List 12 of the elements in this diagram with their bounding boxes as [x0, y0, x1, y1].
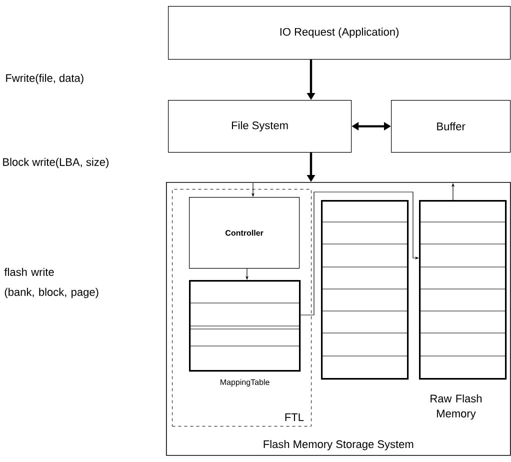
request-box: IO Request (Application): [168, 6, 511, 60]
side-label: Fwrite(file, data): [6, 74, 84, 84]
controller-box: Controller: [189, 197, 300, 269]
flash-block-column: [418, 200, 507, 380]
mapping-table: MappingTable: [188, 280, 301, 387]
buffer-box: Buffer: [391, 100, 511, 153]
node-label: MappingTable: [220, 379, 270, 387]
flash-block-column: [320, 200, 409, 380]
file-system-box: File System: [168, 100, 352, 153]
side-label: flash write (bank, block, page): [4, 268, 98, 298]
side-label: Block write(LBA, size): [3, 158, 108, 168]
memory-label: Raw Flash Memory: [430, 394, 482, 420]
